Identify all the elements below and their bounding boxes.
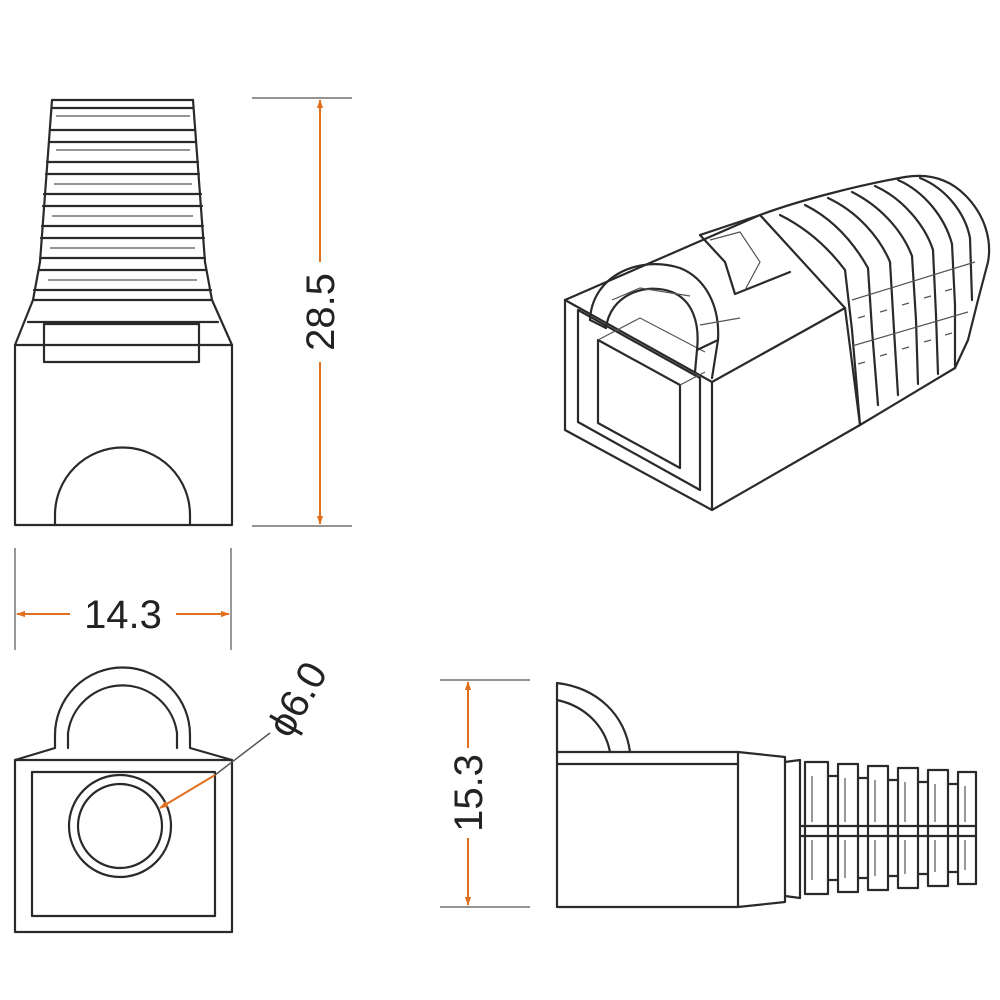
isometric-view <box>563 174 991 512</box>
front-view-arch <box>53 446 192 527</box>
diameter-dimension: ϕ6.0 <box>159 655 336 809</box>
height-dimension-label: 28.5 <box>299 273 343 351</box>
side-height-dimension: 15.3 <box>440 679 530 908</box>
end-view-cable-hole-inner <box>76 782 164 870</box>
width-dimension-label: 14.3 <box>84 593 162 637</box>
side-view-ribs <box>783 758 978 900</box>
height-dimension: 28.5 <box>252 97 352 527</box>
end-view-inner-frame <box>30 770 217 918</box>
end-view-outline <box>13 666 234 934</box>
side-view-body <box>555 750 740 909</box>
front-view-window <box>42 322 201 364</box>
front-view <box>13 98 234 527</box>
front-view-ribs <box>31 98 214 302</box>
width-dimension: 14.3 <box>14 548 232 650</box>
side-height-dimension-label: 15.3 <box>447 754 491 832</box>
end-view <box>13 666 234 934</box>
end-view-cable-hole-outer <box>67 773 173 879</box>
diameter-dimension-label: ϕ6.0 <box>259 655 336 745</box>
side-view-tail-outline <box>736 750 787 909</box>
isometric-opening <box>576 308 702 492</box>
isometric-hood <box>588 263 720 380</box>
isometric-tail-ribs <box>758 174 991 427</box>
side-view-hood <box>555 681 632 754</box>
front-view-body <box>13 298 234 527</box>
side-view <box>555 681 978 909</box>
